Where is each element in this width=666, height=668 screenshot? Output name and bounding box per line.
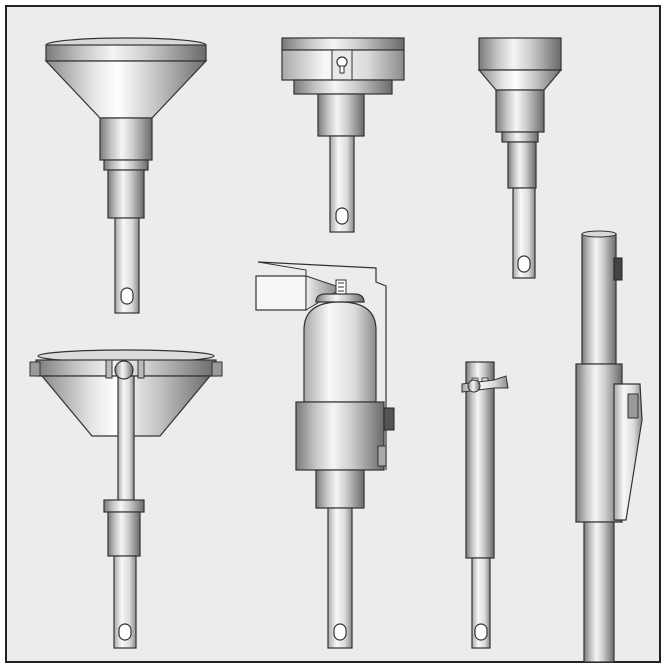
ring-clamp-attachment	[281, 37, 405, 233]
large-funnel-attachment	[44, 37, 208, 314]
small-funnel-attachment	[477, 37, 563, 279]
wing-nut-extension-rod	[461, 361, 509, 649]
hinged-funnel-attachment	[29, 349, 223, 649]
telescopic-extension-pole	[575, 230, 643, 663]
aerosol-can-tester-attachment	[255, 261, 395, 649]
